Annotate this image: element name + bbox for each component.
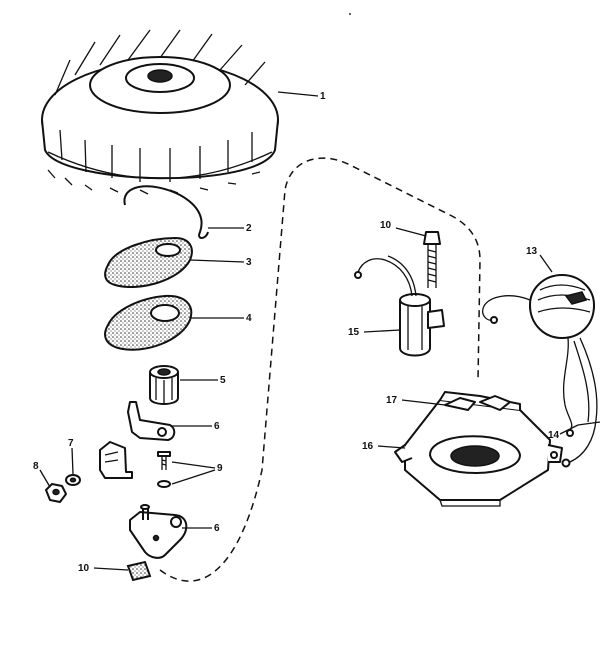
breaker-box-housing (394, 391, 563, 507)
nut (45, 483, 67, 503)
coil-leads (561, 337, 598, 468)
callout-2: 2 (246, 223, 252, 234)
felt-pad (126, 560, 152, 582)
condenser (354, 255, 445, 357)
callout-6-upper: 6 (214, 421, 220, 432)
ignition-coil (482, 274, 595, 339)
callout-8: 8 (33, 461, 39, 472)
stray-mark (349, 13, 351, 15)
callout-10-lower: 10 (78, 563, 90, 574)
callout-13: 13 (526, 246, 538, 257)
callout-6-lower: 6 (214, 523, 220, 534)
screw-and-lockwasher (157, 451, 171, 488)
flywheel (41, 29, 279, 195)
callout-4: 4 (246, 313, 252, 324)
callout-9: 9 (217, 463, 223, 474)
breaker-cover-plate (104, 236, 193, 289)
callout-7: 7 (68, 438, 74, 449)
callout-10-upper: 10 (380, 220, 392, 231)
bushing (149, 365, 179, 405)
callout-1: 1 (320, 91, 326, 102)
condenser-screw (423, 231, 441, 288)
callout-14: 14 (548, 430, 560, 441)
callout-16: 16 (362, 441, 374, 452)
washer (65, 474, 81, 486)
callout-3: 3 (246, 257, 252, 268)
group-outline (159, 157, 481, 582)
breaker-plate (129, 504, 188, 559)
gasket (104, 294, 193, 351)
callout-5: 5 (220, 375, 226, 386)
breaker-arm (99, 401, 176, 479)
spring-clip (123, 185, 209, 239)
callout-17: 17 (386, 395, 398, 406)
callout-15: 15 (348, 327, 360, 338)
